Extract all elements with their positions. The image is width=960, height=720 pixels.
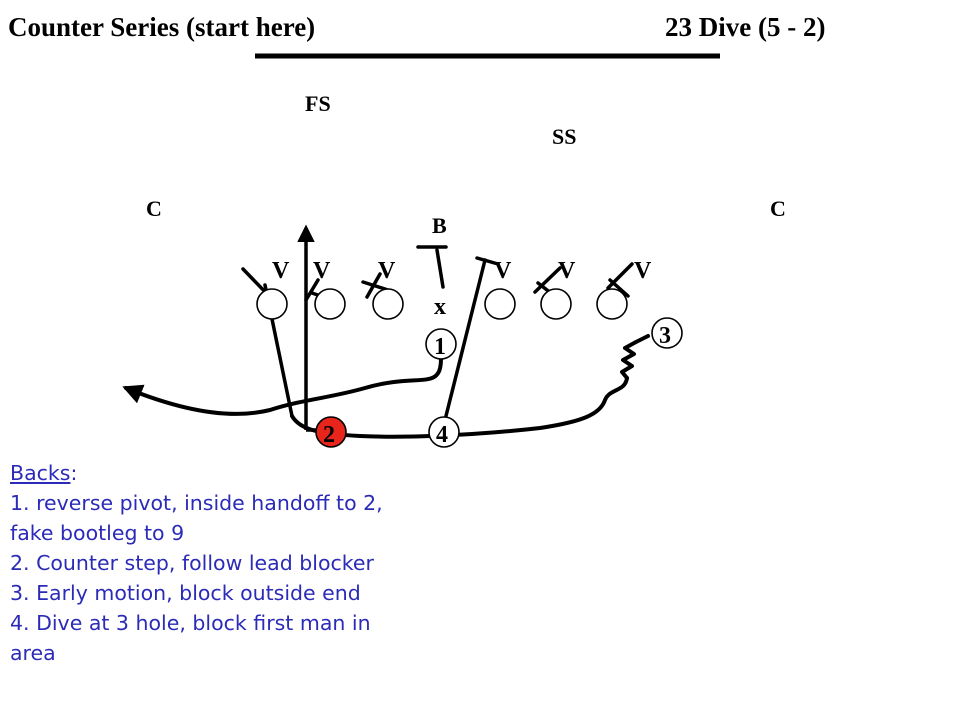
back-2: 2	[315, 416, 347, 448]
offensive-lineman-2	[314, 288, 346, 320]
back-3-circle	[651, 317, 683, 349]
backer-label: B	[432, 213, 447, 238]
back-1-circle	[425, 328, 457, 360]
offensive-lineman-1	[256, 288, 288, 320]
offensive-lineman-3	[372, 288, 404, 320]
note-line-5: 4. Dive at 3 hole, block first man in	[10, 611, 371, 635]
play-series-title: Counter Series (start here)	[8, 12, 315, 42]
back-4: 4	[428, 416, 460, 448]
offensive-line	[256, 288, 628, 320]
back-4-circle	[428, 416, 460, 448]
offensive-lineman-5	[540, 288, 572, 320]
play-name-title: 23 Dive (5 - 2)	[665, 12, 825, 42]
free-safety-label: FS	[305, 91, 331, 116]
corner-right-label: C	[770, 196, 786, 221]
lineman-v-2: V	[313, 258, 331, 284]
block-route-6	[606, 262, 634, 290]
back-1: 1	[425, 328, 457, 360]
back-2-label: 2	[323, 422, 335, 448]
back-4-label: 4	[436, 422, 448, 448]
note-line-1: 1. reverse pivot, inside handoff to 2,	[10, 491, 383, 515]
note-line-6: area	[10, 641, 56, 665]
lineman-v-3: V	[378, 258, 396, 284]
note-line-3: 2. Counter step, follow lead blocker	[10, 551, 374, 575]
block-mark-4	[475, 256, 500, 266]
block-mark-6	[608, 278, 630, 298]
block-route-5	[533, 266, 562, 294]
strong-safety-label: SS	[552, 124, 576, 149]
offensive-lineman-4	[484, 288, 516, 320]
note-line-2: fake bootleg to 9	[10, 521, 185, 545]
notes-heading: Backs	[10, 461, 71, 485]
notes-heading-colon: :	[70, 461, 78, 485]
back-1-label: 1	[434, 334, 446, 360]
corner-left-label: C	[146, 196, 162, 221]
notes-heading-row: Backs:	[10, 458, 460, 488]
ball-carrier-circle	[315, 416, 347, 448]
block-route-2	[304, 278, 320, 302]
bootleg-fake-route	[122, 356, 443, 416]
offensive-lineman-6	[596, 288, 628, 320]
lineman-v-5: V	[558, 258, 576, 284]
motion-zigzag	[620, 334, 650, 380]
back-3-label: 3	[659, 323, 671, 349]
backs-notes: Backs: 1. reverse pivot, inside handoff …	[10, 458, 460, 668]
lineman-v-6: V	[634, 258, 652, 284]
block-route-center	[435, 248, 445, 289]
block-mark-3	[361, 280, 390, 292]
blocking-assignments	[241, 245, 634, 422]
dive-route-back-4	[443, 258, 487, 422]
back-3: 3	[651, 317, 683, 349]
center-mark: x	[434, 294, 446, 320]
note-line-4: 3. Early motion, block outside end	[10, 581, 361, 605]
lineman-v-1: V	[272, 258, 290, 284]
